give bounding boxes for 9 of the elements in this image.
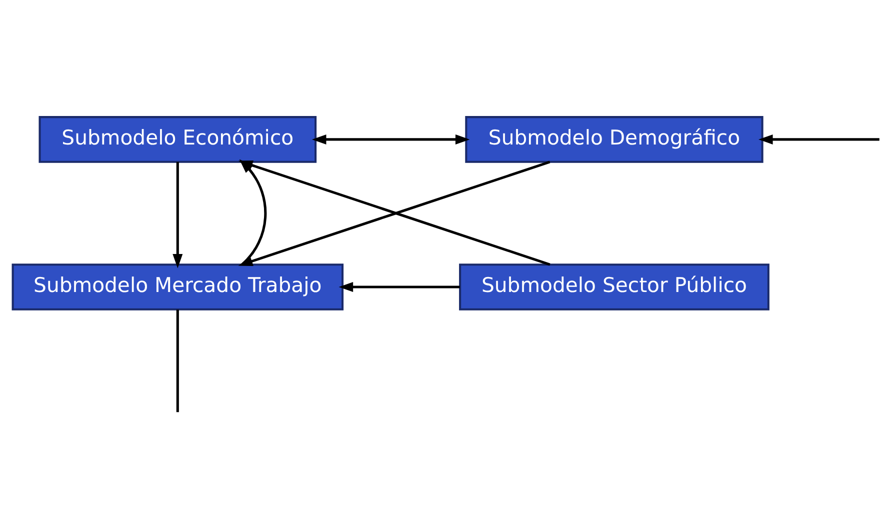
arrow xyxy=(312,134,470,144)
arrow xyxy=(338,282,460,292)
node-box: Submodelo Demográfico xyxy=(465,116,764,162)
node-box: Submodelo Económico xyxy=(38,116,317,162)
node-box: Submodelo Sector Público xyxy=(459,263,770,310)
node-box: Submodelo Mercado Trabajo xyxy=(12,263,344,310)
arrow xyxy=(758,134,880,144)
connector xyxy=(176,309,179,412)
arrow xyxy=(172,161,183,268)
